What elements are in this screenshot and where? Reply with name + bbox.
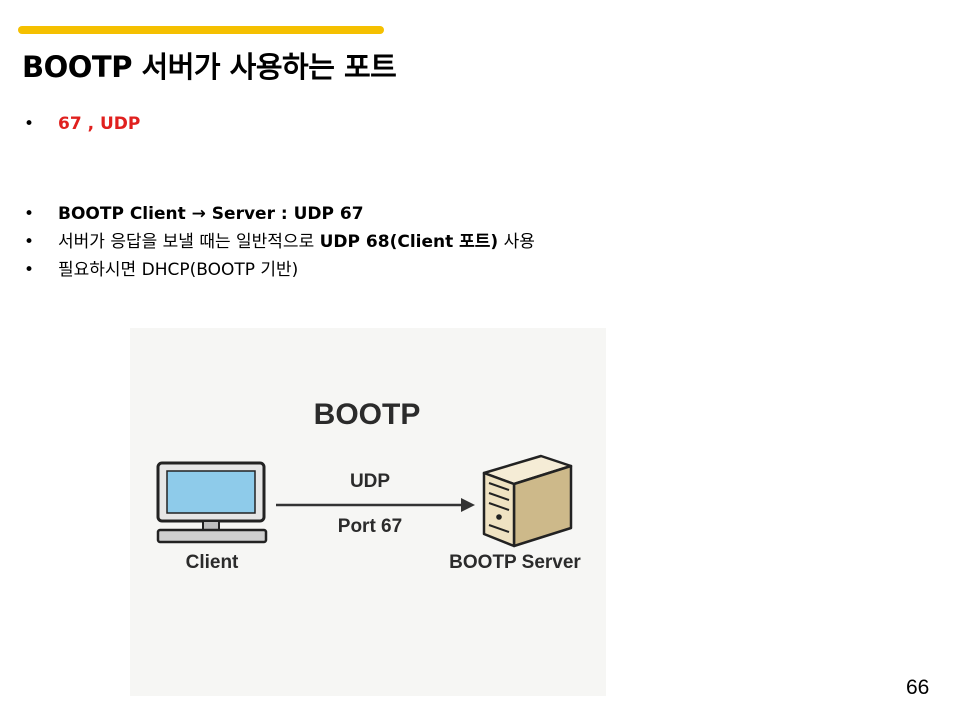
bullet-text-dhcp: 필요하시면 DHCP(BOOTP 기반) [58, 260, 299, 280]
server-tower-icon [482, 454, 573, 548]
bullet-dot: • [24, 260, 35, 280]
bullet-list: • 67 , UDP • BOOTP Client → Server : UDP… [24, 110, 924, 284]
bullet-text-port: 67 , UDP [58, 114, 141, 134]
page-number: 66 [906, 676, 930, 699]
page-title: BOOTP 서버가 사용하는 포트 [22, 50, 397, 84]
bullet-text-response-c: 사용 [498, 232, 535, 252]
port-label: Port 67 [338, 516, 402, 537]
diagram-title: BOOTP [314, 398, 421, 431]
bullet-dot: • [24, 232, 35, 252]
arrow-right-icon [276, 498, 475, 512]
bullet-text-client-server: BOOTP Client → Server : UDP 67 [58, 204, 364, 224]
title-accent-bar [18, 26, 384, 34]
bullet-dot: • [24, 204, 35, 224]
bullet-dot: • [24, 114, 35, 134]
server-label: BOOTP Server [449, 552, 581, 573]
bootp-diagram: BOOTP Client UDP Port 67 BOOTP Server [130, 328, 606, 696]
client-label: Client [186, 552, 239, 573]
bullet-item-port: • 67 , UDP [24, 110, 924, 138]
protocol-label: UDP [350, 471, 390, 492]
client-computer-icon [156, 461, 268, 544]
bullet-text-response-a: 서버가 응답을 보낼 때는 일반적으로 [58, 232, 320, 252]
bullet-item-dhcp: • 필요하시면 DHCP(BOOTP 기반) [24, 256, 924, 284]
bullet-item-client-server: • BOOTP Client → Server : UDP 67 [24, 200, 924, 228]
bootp-diagram-svg: BOOTP Client UDP Port 67 BOOTP Server [156, 398, 581, 573]
bullet-item-server-response: • 서버가 응답을 보낼 때는 일반적으로 UDP 68(Client 포트) … [24, 228, 924, 256]
bullet-text-response-b: UDP 68(Client 포트) [319, 232, 499, 252]
